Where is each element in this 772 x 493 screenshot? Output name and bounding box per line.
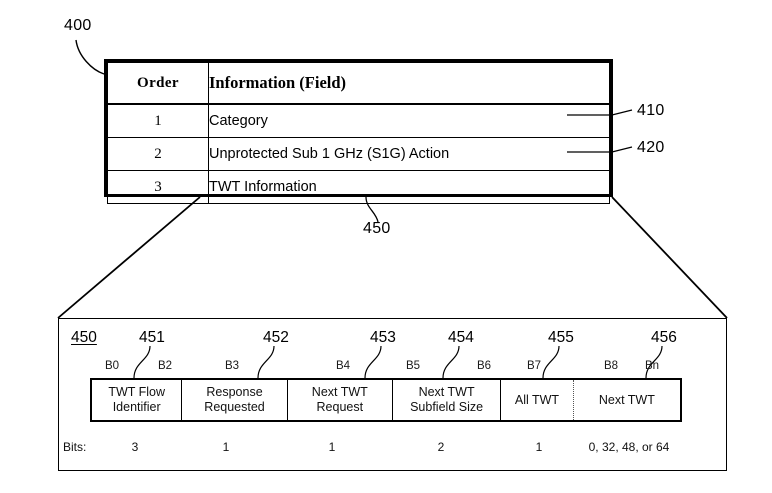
ref-number-451: 451 bbox=[139, 329, 165, 346]
bit-marker-b8: B8 bbox=[604, 360, 619, 372]
ref-number-400: 400 bbox=[64, 17, 92, 34]
bit-marker-bn: Bn bbox=[645, 360, 660, 372]
leader-line-453 bbox=[364, 345, 382, 379]
field-response-requested: Response Requested bbox=[182, 380, 288, 420]
bits-row-label: Bits: bbox=[63, 440, 87, 454]
bits-value-next-twt-subfield-size: 2 bbox=[437, 440, 445, 454]
ref-number-453: 453 bbox=[370, 329, 396, 346]
bits-value-all-twt: 1 bbox=[535, 440, 543, 454]
ref-number-456: 456 bbox=[651, 329, 677, 346]
field-next-twt: Next TWT bbox=[574, 380, 680, 420]
column-header-order: Order bbox=[107, 62, 209, 105]
column-header-information: Information (Field) bbox=[208, 62, 610, 105]
table-row: 1 Category bbox=[107, 103, 610, 138]
leader-line-454 bbox=[442, 345, 460, 379]
leader-line-451 bbox=[133, 345, 151, 379]
ref-number-450: 450 bbox=[71, 329, 97, 346]
ref-number-452: 452 bbox=[263, 329, 289, 346]
leader-line-455 bbox=[542, 345, 560, 379]
cell-info-s1g-action: Unprotected Sub 1 GHz (S1G) Action bbox=[208, 137, 610, 171]
bits-value-twt-flow-identifier: 3 bbox=[131, 440, 139, 454]
bits-value-next-twt-request: 1 bbox=[328, 440, 336, 454]
bit-marker-b0: B0 bbox=[105, 360, 120, 372]
cell-order-1: 1 bbox=[107, 103, 209, 138]
table-row: 3 TWT Information bbox=[107, 170, 610, 204]
table-header-row: Order Information (Field) bbox=[107, 62, 610, 105]
field-label-line2: Requested bbox=[204, 400, 265, 414]
field-label-line1: Next TWT bbox=[598, 392, 655, 407]
field-next-twt-request: Next TWT Request bbox=[288, 380, 393, 420]
ref-number-455: 455 bbox=[548, 329, 574, 346]
bit-marker-b3: B3 bbox=[225, 360, 240, 372]
bits-value-next-twt: 0, 32, 48, or 64 bbox=[588, 440, 670, 454]
frame-format-table: Order Information (Field) 1 Category 2 U… bbox=[104, 59, 613, 204]
leader-line-452 bbox=[257, 345, 275, 379]
cell-order-3: 3 bbox=[107, 170, 209, 204]
cell-order-2: 2 bbox=[107, 137, 209, 171]
ref-number-454: 454 bbox=[448, 329, 474, 346]
ref-number-450-top: 450 bbox=[363, 220, 391, 237]
cell-info-category: Category bbox=[208, 103, 610, 138]
field-label-line1: Next TWT bbox=[311, 385, 368, 400]
expansion-line-right bbox=[611, 196, 728, 319]
bit-marker-b2: B2 bbox=[158, 360, 173, 372]
bit-marker-b6: B6 bbox=[477, 360, 492, 372]
field-label-line1: TWT Flow bbox=[108, 385, 166, 400]
field-label-line2: Identifier bbox=[112, 400, 161, 414]
expansion-line-left bbox=[57, 196, 201, 319]
table-row: 2 Unprotected Sub 1 GHz (S1G) Action bbox=[107, 137, 610, 171]
leader-line-456 bbox=[645, 345, 663, 379]
field-label-line1: Next TWT bbox=[418, 385, 475, 400]
bits-value-response-requested: 1 bbox=[222, 440, 230, 454]
bit-marker-b7: B7 bbox=[527, 360, 542, 372]
bit-marker-b4: B4 bbox=[336, 360, 351, 372]
field-label-line2: Request bbox=[316, 400, 364, 414]
field-label-line2: Subfield Size bbox=[410, 400, 484, 414]
field-twt-flow-identifier: TWT Flow Identifier bbox=[92, 380, 183, 420]
ref-number-420: 420 bbox=[637, 139, 665, 156]
field-all-twt: All TWT bbox=[501, 380, 574, 420]
field-next-twt-subfield-size: Next TWT Subfield Size bbox=[393, 380, 502, 420]
bit-marker-b5: B5 bbox=[406, 360, 421, 372]
leader-line-400 bbox=[75, 39, 105, 75]
field-label-line1: All TWT bbox=[514, 392, 560, 407]
twt-information-detail-box bbox=[58, 318, 727, 471]
twt-information-field-strip: TWT Flow Identifier Response Requested N… bbox=[90, 378, 682, 422]
ref-number-410: 410 bbox=[637, 102, 665, 119]
cell-info-twt-information: TWT Information bbox=[208, 170, 610, 204]
field-label-line1: Response bbox=[206, 385, 263, 400]
